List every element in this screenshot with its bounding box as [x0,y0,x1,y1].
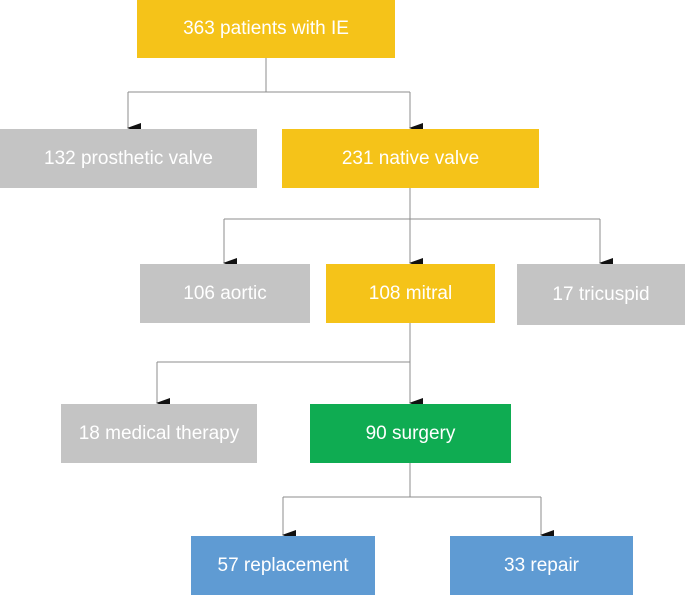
node-mitral-label: 108 mitral [368,282,453,304]
node-medical-label: 18 medical therapy [78,422,240,444]
node-tricuspid: 17 tricuspid [517,264,685,325]
node-repair: 33 repair [450,536,633,595]
node-surgery: 90 surgery [310,404,511,463]
node-native-valve: 231 native valve [282,129,539,188]
node-prosthetic-label: 132 prosthetic valve [44,147,213,169]
node-prosthetic-valve: 132 prosthetic valve [0,129,257,188]
node-replacement: 57 replacement [191,536,375,595]
node-aortic: 106 aortic [140,264,310,323]
node-medical-therapy: 18 medical therapy [61,404,257,463]
node-total-patients: 363 patients with IE [137,0,395,58]
node-replacement-label: 57 replacement [217,554,349,576]
node-aortic-label: 106 aortic [183,282,267,304]
node-mitral: 108 mitral [326,264,495,323]
node-surgery-label: 90 surgery [365,422,456,444]
node-total-label: 363 patients with IE [183,18,349,39]
node-repair-label: 33 repair [504,554,579,576]
node-native-label: 231 native valve [341,147,480,169]
node-tricuspid-label: 17 tricuspid [552,283,650,305]
